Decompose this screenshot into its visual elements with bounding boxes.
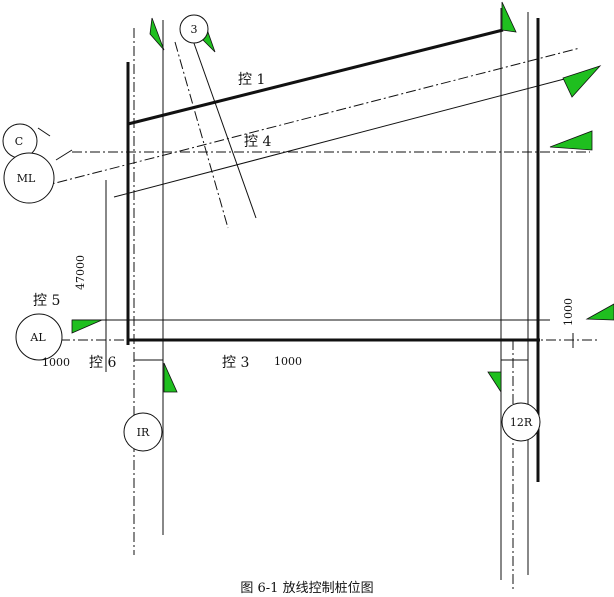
flag-right-k5 bbox=[585, 303, 614, 321]
top-sloped-wall-line bbox=[127, 28, 504, 126]
flag-top-12r bbox=[501, 1, 517, 33]
node-3-label: 3 bbox=[191, 23, 198, 36]
label-control-4: 控 4 bbox=[244, 134, 271, 150]
node-c-label: C bbox=[15, 135, 23, 148]
flag-top-ir bbox=[149, 17, 165, 51]
control-stake-flags bbox=[71, 1, 614, 394]
dimension-47000-label: 47000 bbox=[74, 255, 87, 290]
node-ml-circle bbox=[3, 152, 55, 204]
label-control-6: 控 6 bbox=[89, 355, 116, 371]
dimension-1000-left-label: 1000 bbox=[42, 356, 70, 369]
flag-left-al bbox=[71, 319, 103, 334]
center-line-sloped bbox=[39, 47, 581, 188]
node-al-circle bbox=[15, 313, 63, 361]
flag-bottom-ir bbox=[163, 362, 178, 393]
ml-leader-line bbox=[55, 149, 73, 161]
node-12r-circle bbox=[501, 402, 541, 442]
flag-bottom-12r bbox=[487, 371, 502, 394]
dimension-labels: 47000 1000 1000 1000 bbox=[42, 255, 575, 369]
label-control-1: 控 1 bbox=[238, 72, 265, 88]
control-line-4 bbox=[113, 76, 573, 198]
flag-right-c bbox=[549, 130, 593, 151]
flag-right-k4 bbox=[562, 65, 602, 98]
node-al-label: AL bbox=[29, 331, 46, 344]
label-control-5: 控 5 bbox=[33, 293, 60, 309]
building-outline bbox=[126, 18, 540, 482]
axis-nodes: 3 C ML AL IR 12R bbox=[2, 14, 541, 452]
node-3-circle bbox=[179, 14, 209, 44]
node-12r-label: 12R bbox=[510, 416, 533, 429]
dimension-1000-mid-label: 1000 bbox=[274, 355, 302, 368]
center-lines bbox=[39, 28, 600, 590]
label-control-3: 控 3 bbox=[222, 355, 249, 371]
figure-caption: 图 6-1 放线控制桩位图 bbox=[240, 581, 373, 596]
axis-3-line bbox=[189, 31, 257, 219]
grid-lines bbox=[55, 8, 574, 580]
dimension-1000-right-label: 1000 bbox=[562, 298, 575, 326]
node-c-tick bbox=[37, 127, 51, 137]
node-ir-circle bbox=[123, 412, 163, 452]
center-line-3 bbox=[174, 41, 229, 229]
control-labels: 控 1 控 4 控 5 控 6 控 3 bbox=[33, 72, 271, 371]
node-ml-label: ML bbox=[17, 172, 36, 185]
node-ir-label: IR bbox=[137, 426, 150, 439]
